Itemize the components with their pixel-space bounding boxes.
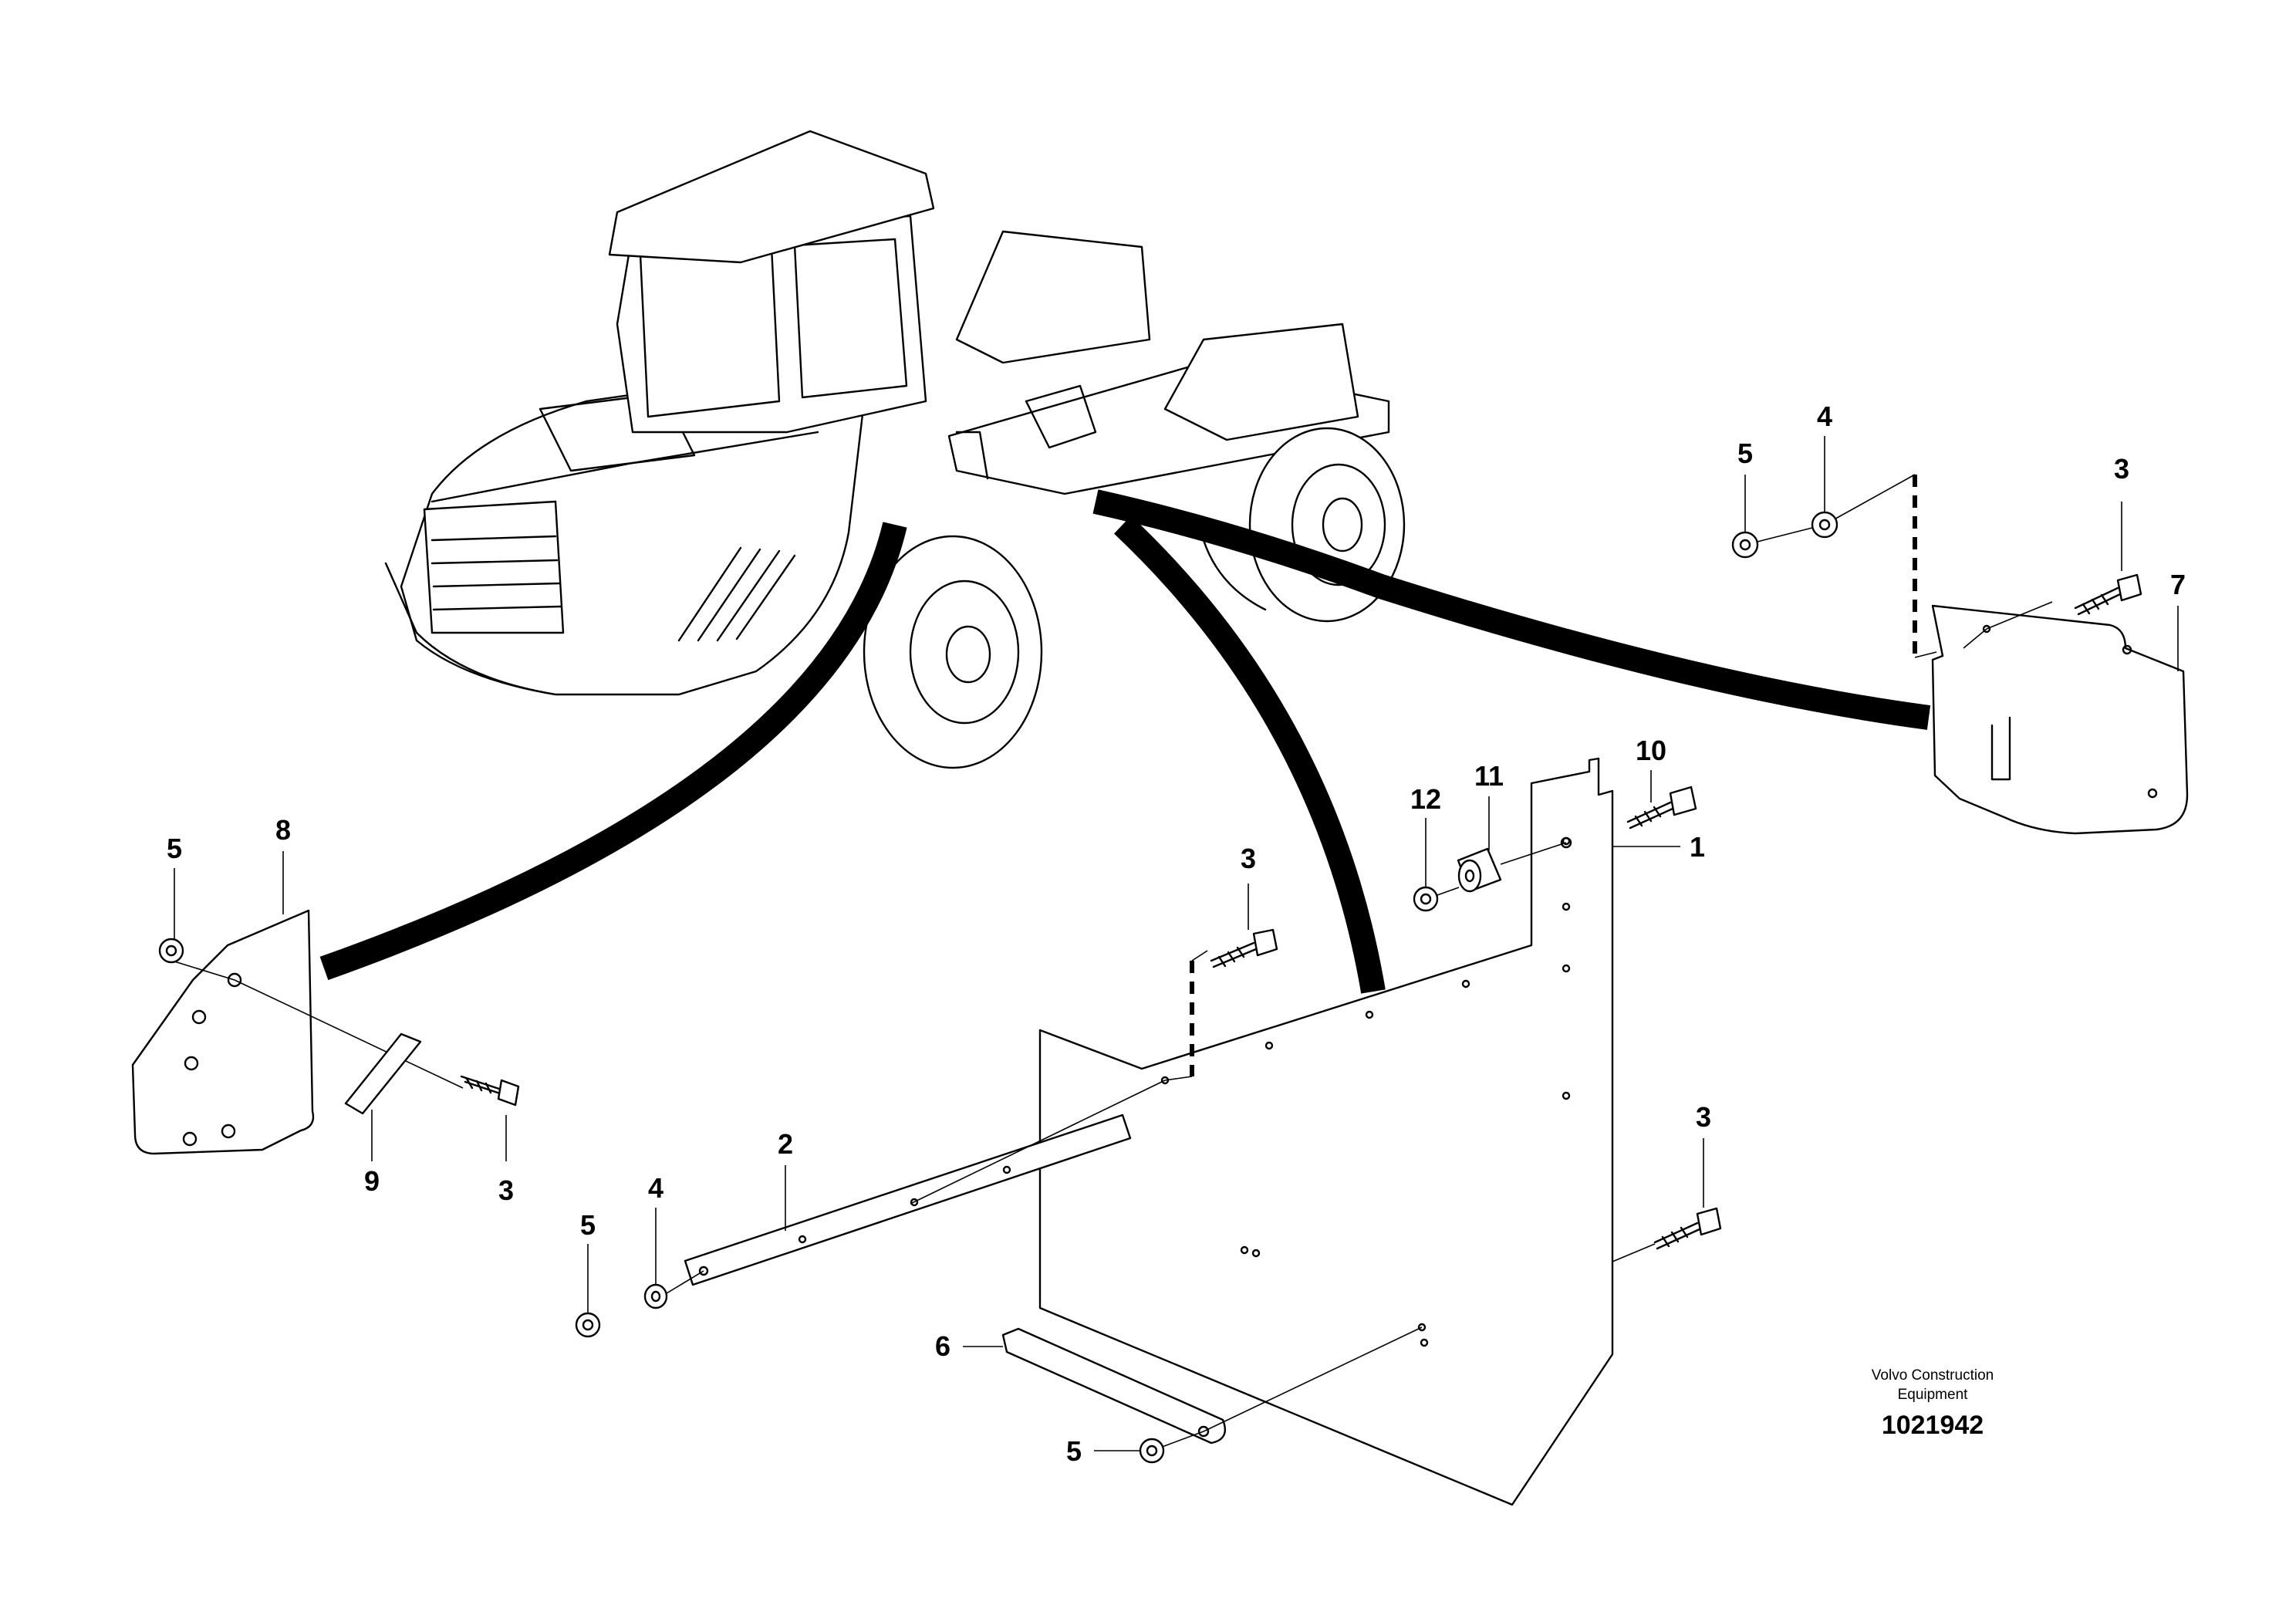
callout-5-bottom: 5 [1066, 1435, 1082, 1467]
part-9-plate [344, 1032, 422, 1115]
callout-5-left: 5 [167, 833, 182, 864]
nut-5-bottom [1139, 1438, 1165, 1464]
callout-5-lower-left: 5 [580, 1209, 596, 1241]
bolt-3-lower-right [1612, 1207, 1722, 1262]
callout-4-upper-right: 4 [1817, 400, 1832, 432]
link-bands [319, 489, 1931, 994]
credit-company-line2: Equipment [1898, 1387, 1969, 1403]
band-to-part-7 [1092, 489, 1931, 730]
leader-lines [174, 436, 2179, 1451]
nut-5-lower-left [575, 1312, 601, 1338]
part-6-strip [1001, 1326, 1423, 1451]
callout-1: 1 [1690, 831, 1705, 863]
bolt-3-left [460, 1075, 520, 1107]
drawing-number: 1021942 [1882, 1411, 1984, 1440]
bolt-10 [1626, 786, 1697, 830]
callout-5-upper-right: 5 [1737, 438, 1753, 469]
nut-5-left [158, 938, 184, 964]
callout-11: 11 [1474, 760, 1504, 792]
callout-4-lower-left: 4 [648, 1172, 663, 1204]
hauler-illustration [384, 130, 1406, 769]
bolt-3-upper-right [2074, 573, 2142, 616]
part-7-bracket [1931, 601, 2189, 835]
spacer-11 [1457, 842, 1567, 893]
part-8-bracket [131, 909, 464, 1155]
credit-block: Volvo Construction Equipment 1021942 [1872, 1367, 1994, 1440]
callout-labels: 1 2 3 3 3 3 4 4 5 5 5 5 6 7 8 9 10 11 12 [167, 400, 2186, 1467]
nut-5-upper-right [1731, 531, 1759, 559]
callout-12: 12 [1410, 783, 1441, 815]
callout-8: 8 [275, 814, 291, 846]
band-to-part-8 [319, 522, 907, 981]
callout-10: 10 [1636, 735, 1666, 766]
credit-company: Volvo Construction [1872, 1367, 1994, 1384]
callout-3-upper-right: 3 [2114, 453, 2129, 485]
callout-7: 7 [2170, 569, 2186, 600]
washer-4-upper-right [1811, 511, 1838, 539]
callout-9: 9 [364, 1165, 380, 1197]
nut-12 [1413, 886, 1439, 912]
washer-4-lower-left [643, 1283, 668, 1309]
callout-3-center: 3 [1241, 843, 1256, 874]
callout-3-left: 3 [498, 1174, 514, 1206]
callout-2: 2 [778, 1128, 793, 1160]
callout-6: 6 [935, 1330, 950, 1362]
part-1-main-plate [1038, 757, 1614, 1506]
callout-3-lower-right: 3 [1696, 1101, 1711, 1133]
band-to-part-1 [1114, 515, 1386, 994]
part-2-strip [684, 1080, 1166, 1286]
bolt-3-center [1210, 928, 1278, 968]
